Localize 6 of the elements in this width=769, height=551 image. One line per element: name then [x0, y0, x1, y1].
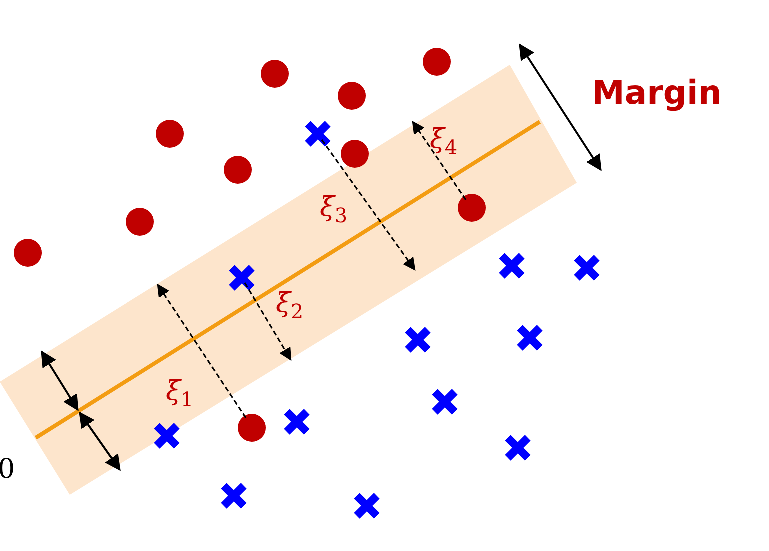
margin-label: Margin — [592, 76, 722, 109]
slack-label: ξ$_{1}$ — [166, 378, 194, 410]
axis-label: 0 — [0, 456, 16, 483]
slack-label: ξ$_{3}$ — [320, 194, 348, 226]
slack-label: ξ$_{2}$ — [276, 290, 304, 322]
slack-label: ξ$_{4}$ — [430, 126, 458, 158]
